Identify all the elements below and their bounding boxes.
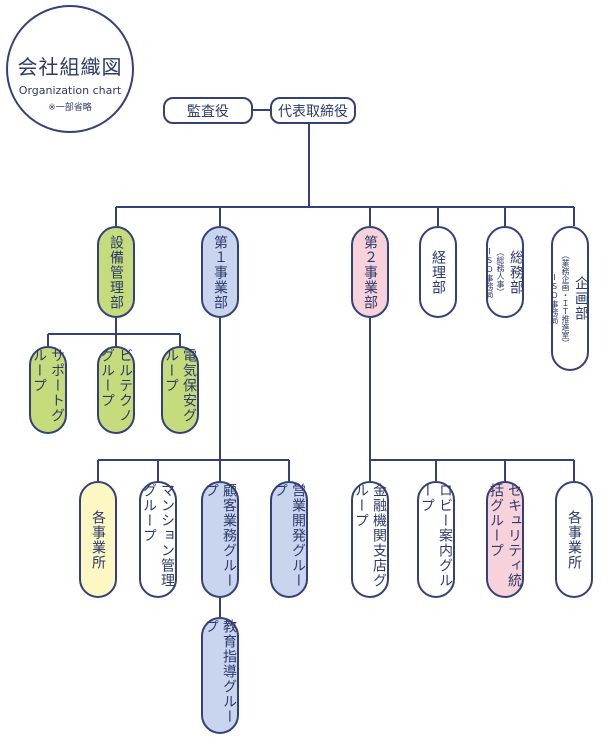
node-finance-group: 金融機関支店グループ — [351, 481, 389, 598]
node-general-affairs-sub: （総務人事） — [496, 248, 505, 296]
node-customer-group: 顧客業務グループ — [201, 481, 239, 598]
chart-note: ※一部省略 — [48, 103, 92, 113]
node-support-group-label: サポートグループ — [31, 348, 65, 423]
node-planning: 企画部 （業務企画・ＩＴ推進室） ISO事務局 — [550, 226, 589, 371]
node-lobby-group-label: ロビー案内グループ — [419, 483, 453, 588]
node-buildtech-group: ビルテクノグループ — [97, 346, 135, 434]
node-auditor: 監査役 — [163, 97, 253, 124]
chart-subtitle: Organization chart — [18, 84, 122, 97]
node-sales2: 第２事業部 — [351, 226, 389, 318]
node-education-group: 教育指導グループ — [201, 617, 239, 734]
node-mansion-group-label: マンション管理グループ — [141, 483, 175, 588]
node-electrical-group-label: 電気保安グループ — [163, 348, 197, 423]
node-sales-dev-group: 営業開発グループ — [270, 481, 308, 598]
node-offices-1: 各事業所 — [79, 481, 117, 598]
node-education-group-label: 教育指導グループ — [203, 619, 237, 724]
node-support-group: サポートグループ — [29, 346, 67, 434]
node-offices-2-label: 各事業所 — [566, 509, 582, 570]
node-offices-1-label: 各事業所 — [90, 509, 106, 570]
node-general-affairs: 総務部 （総務人事） ISO事務局 — [485, 226, 524, 318]
node-auditor-label: 監査役 — [187, 103, 229, 120]
node-customer-group-label: 顧客業務グループ — [203, 483, 237, 588]
node-ceo-label: 代表取締役 — [278, 103, 348, 120]
node-planning-label: 企画部 — [573, 276, 589, 321]
node-buildtech-group-label: ビルテクノグループ — [99, 348, 133, 423]
node-security-group: セキュリティ統括グループ — [486, 481, 524, 598]
node-sales1-label: 第１事業部 — [212, 234, 228, 310]
node-electrical-group: 電気保安グループ — [161, 346, 199, 434]
node-accounting-label: 経理部 — [430, 249, 446, 295]
node-mansion-group: マンション管理グループ — [139, 481, 177, 598]
node-sales-dev-group-label: 営業開発グループ — [272, 483, 306, 588]
node-sales1: 第１事業部 — [201, 226, 239, 318]
title-badge: 会社組織図 Organization chart ※一部省略 — [6, 5, 134, 133]
node-sales2-label: 第２事業部 — [362, 234, 378, 310]
node-lobby-group: ロビー案内グループ — [417, 481, 455, 598]
chart-title: 会社組織図 — [17, 55, 123, 79]
node-finance-group-label: 金融機関支店グループ — [353, 483, 387, 588]
node-facilities: 設備管理部 — [97, 226, 135, 318]
node-accounting: 経理部 — [419, 226, 457, 318]
node-offices-2: 各事業所 — [555, 481, 593, 598]
node-ceo: 代表取締役 — [270, 97, 356, 124]
node-general-affairs-sub2: ISO事務局 — [485, 246, 494, 298]
node-facilities-label: 設備管理部 — [108, 234, 124, 310]
node-security-group-label: セキュリティ統括グループ — [488, 483, 522, 588]
node-planning-sub: （業務企画・ＩＴ推進室） — [561, 250, 570, 347]
node-planning-sub2: ISO事務局 — [550, 273, 559, 324]
node-general-affairs-label: 総務部 — [508, 249, 524, 295]
